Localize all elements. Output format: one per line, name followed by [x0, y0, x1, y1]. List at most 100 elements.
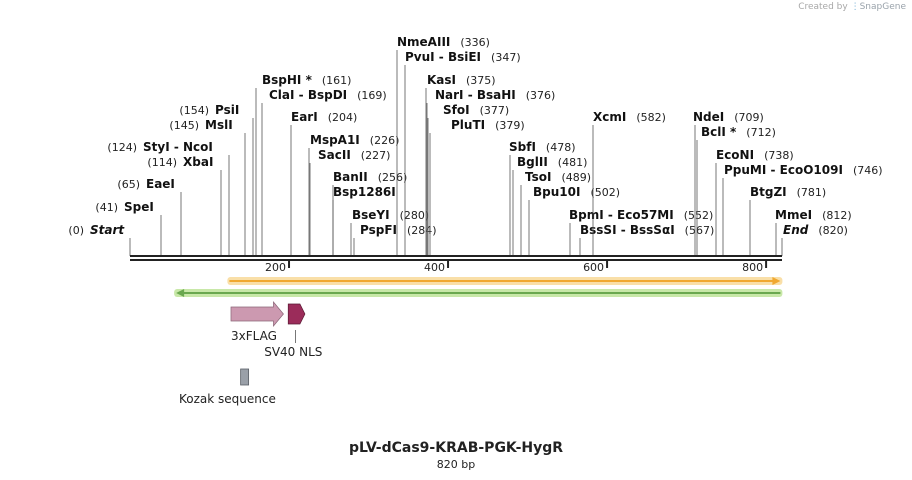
site-psii: (154) PsiI [179, 103, 254, 256]
site-name: Bsp1286I [333, 185, 396, 199]
site-mmei: MmeI(812) [775, 208, 852, 256]
site-name: PspFI [360, 223, 397, 237]
site-position: (738) [764, 149, 794, 162]
feature-arrowhead [176, 289, 185, 297]
site-start: (0)Start [68, 223, 131, 256]
site-name: XcmI [593, 110, 626, 124]
site-name: KasI [427, 73, 456, 87]
watermark-prefix: Created by [798, 2, 848, 12]
restriction-sites: (0)Start(41)SpeI(65)EaeI(114)XbaI(124)St… [68, 35, 883, 256]
scale-tick-label: 800 [742, 261, 763, 274]
site-name: SacII [318, 148, 351, 162]
site-name: BpmI - Eco57MI [569, 208, 674, 222]
site-bglii: BglII (481) [512, 155, 588, 256]
site-name: StyI - NcoI [143, 140, 213, 154]
site-clai-bspdi: ClaI - BspDI (169) [261, 88, 387, 256]
site-position: (227) [361, 149, 391, 162]
site-position: (114) [147, 156, 177, 169]
site-pspfi: PspFI (284) [353, 223, 437, 256]
site-position: (347) [491, 51, 521, 64]
site-nari-bsahi: NarI - BsaHI (376) [426, 88, 556, 256]
site-pluti: PluTI(379) [429, 118, 525, 256]
site-name: ClaI - BspDI [269, 88, 347, 102]
site-position: (712) [746, 126, 776, 139]
site-name: BspHI * [262, 73, 313, 87]
site-sacii: SacII (227) [309, 148, 391, 256]
site-spei: (41)SpeI [95, 200, 162, 256]
site-position: (154) [179, 104, 209, 117]
scale-tick-600: 600 [583, 260, 609, 274]
site-name: MspA1I [310, 133, 360, 147]
site-position: (502) [590, 186, 620, 199]
orange-feature-arrow [227, 277, 783, 285]
plasmid-length: 820 bp [436, 458, 476, 471]
site-name: BglII [517, 155, 548, 169]
site-name: EarI [291, 110, 318, 124]
site-position: (567) [685, 224, 715, 237]
site-name: NarI - BsaHI [435, 88, 516, 102]
site-bpmi-eco57mi: BpmI - Eco57MI(552) [569, 208, 713, 256]
site-position: (0) [68, 224, 84, 237]
site-bcli: BclI *(712) [696, 125, 776, 256]
site-position: (379) [495, 119, 525, 132]
site-position: (746) [853, 164, 883, 177]
site-name: MslI [205, 118, 233, 132]
site-sfoi: SfoI(377) [427, 103, 509, 256]
site-ndei: NdeI(709) [693, 110, 764, 256]
site-bseyi: BseYI(280) [350, 208, 429, 256]
feature-3xflag-arrow [230, 301, 284, 327]
site-position: (169) [357, 89, 387, 102]
site-name: BssSI - BssSαI [580, 223, 675, 237]
snapgene-watermark: Created by ⋮SnapGene [798, 2, 906, 12]
site-name: NdeI [693, 110, 724, 124]
plasmid-name: pLV-dCas9-KRAB-PGK-HygR [348, 440, 564, 456]
site-position: (820) [818, 224, 848, 237]
site-name: SfoI [443, 103, 470, 117]
site-name: Bpu10I [533, 185, 580, 199]
site-pvui-bsiei: PvuI - BsiEI (347) [404, 50, 521, 256]
site-position: (336) [460, 36, 490, 49]
site-name: XbaI [183, 155, 213, 169]
site-position: (376) [526, 89, 556, 102]
site-position: (481) [558, 156, 588, 169]
site-ppumi-ecoo109i: PpuMI - EcoO109I (746) [722, 163, 883, 256]
site-position: (375) [466, 74, 496, 87]
site-kasi: KasI (375) [425, 73, 496, 256]
scale-tick-400: 400 [424, 260, 450, 274]
site-name: PvuI - BsiEI [405, 50, 481, 64]
feature-sv40-nls-arrow [287, 303, 306, 325]
green-feature-arrow [174, 289, 783, 297]
site-econi: EcoNI(738) [715, 148, 794, 256]
site-position: (256) [378, 171, 408, 184]
site-position: (41) [95, 201, 118, 214]
site-xcmi: XcmI (582) [592, 110, 666, 256]
site-name: MmeI [775, 208, 812, 222]
feature-sv40-nls: SV40 NLS [264, 303, 322, 359]
site-msli: (145) MslI [169, 118, 246, 256]
site-btgzi: BtgZI(781) [749, 185, 826, 256]
site-position: (284) [407, 224, 437, 237]
watermark-brand: SnapGene [859, 2, 906, 12]
site-name: BseYI [352, 208, 390, 222]
site-name: PsiI [215, 103, 239, 117]
site-name: SbfI [509, 140, 536, 154]
site-position: (226) [370, 134, 400, 147]
site-bsssi-bsss-i: BssSI - BssSαI (567) [579, 223, 715, 256]
site-position: (478) [546, 141, 576, 154]
site-bsp1286i: Bsp1286I [332, 185, 396, 256]
site-position: (145) [169, 119, 199, 132]
site-xbai: (114) XbaI [147, 155, 222, 256]
site-mspa1i: MspA1I (226) [308, 133, 400, 256]
site-position: (582) [636, 111, 666, 124]
snapgene-logo-icon: ⋮ [850, 2, 860, 12]
feature-3xflag-label: 3xFLAG [231, 329, 277, 343]
scale-tick-label: 200 [265, 261, 286, 274]
site-sbfi: SbfI (478) [509, 140, 576, 256]
site-name: NmeAIII [397, 35, 450, 49]
site-name: EaeI [146, 177, 175, 191]
scale-tick-200: 200 [265, 260, 291, 274]
feature-kozak: Kozak sequence [179, 368, 276, 406]
site-name: PpuMI - EcoO109I [724, 163, 843, 177]
scale-tick-label: 400 [424, 261, 445, 274]
